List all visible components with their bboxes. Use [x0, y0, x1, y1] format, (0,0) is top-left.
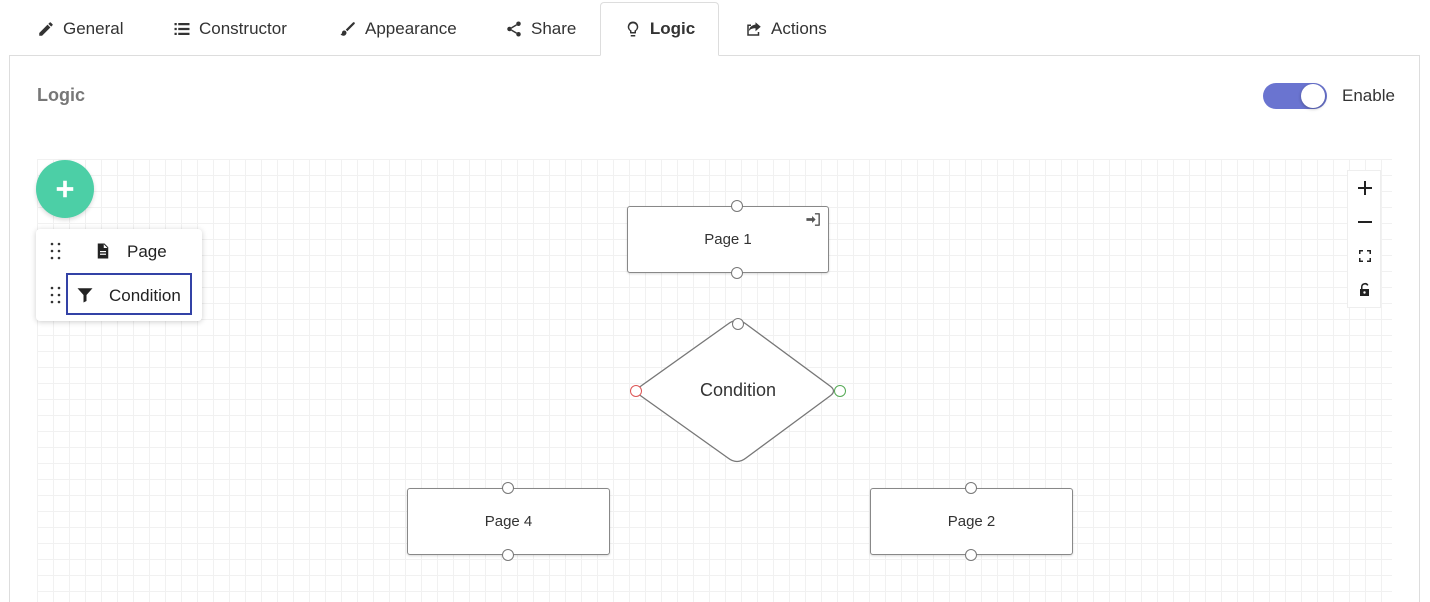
add-node-button[interactable] [36, 160, 94, 218]
port-condition-false[interactable] [630, 385, 642, 397]
lock-button[interactable] [1348, 273, 1382, 307]
flow-node-page-4[interactable]: Page 4 [407, 488, 610, 555]
paintbrush-icon [340, 22, 355, 36]
filter-icon [77, 288, 93, 303]
fit-view-icon [1359, 250, 1371, 262]
panel-title: Logic [37, 85, 85, 105]
node-palette: Page Condition [36, 229, 202, 321]
plus-icon [56, 180, 74, 198]
enable-label: Enable [1342, 86, 1395, 105]
port-page-2-out[interactable] [965, 549, 977, 561]
zoom-in-button[interactable] [1348, 171, 1382, 205]
zoom-in-icon [1358, 181, 1372, 195]
flow-node-page-1[interactable]: Page 1 [627, 206, 829, 273]
toggle-knob [1301, 84, 1325, 108]
palette-item-condition[interactable]: Condition [36, 273, 202, 317]
list-icon [174, 23, 190, 35]
node-label: Page 2 [947, 513, 996, 530]
drag-handle-icon [50, 242, 61, 260]
port-condition-in[interactable] [732, 318, 744, 330]
tab-logic-label: Logic [649, 19, 696, 38]
palette-item-label: Condition [109, 286, 181, 305]
node-label: Page 4 [484, 513, 533, 530]
port-page-4-in[interactable] [502, 482, 514, 494]
tab-constructor[interactable]: Constructor [173, 2, 287, 56]
flow-node-page-2[interactable]: Page 2 [870, 488, 1073, 555]
port-page-1-in[interactable] [731, 200, 743, 212]
palette-item-page[interactable]: Page [36, 229, 202, 273]
tab-share[interactable]: Share [505, 2, 576, 56]
tab-share-label: Share [531, 19, 577, 38]
external-share-icon [747, 22, 761, 36]
palette-item-label: Page [127, 242, 167, 261]
selected-item-highlight [66, 273, 192, 315]
share-icon [507, 21, 521, 37]
port-page-2-in[interactable] [965, 482, 977, 494]
pencil-icon [39, 22, 53, 36]
zoom-out-button[interactable] [1348, 205, 1382, 239]
fit-view-button[interactable] [1348, 239, 1382, 273]
logic-panel: Logic Enable Page 1 Condition Page 4 Pag… [9, 55, 1420, 602]
tab-constructor-label: Constructor [199, 19, 287, 38]
zoom-controls [1347, 170, 1381, 308]
lightbulb-icon [627, 21, 639, 37]
tab-appearance-label: Appearance [365, 19, 457, 38]
flow-canvas[interactable]: Page 1 Condition Page 4 Page 2 [37, 159, 1392, 602]
port-condition-true[interactable] [834, 385, 846, 397]
drag-handle-icon [50, 286, 61, 304]
tab-actions-label: Actions [771, 19, 827, 38]
port-page-1-out[interactable] [731, 267, 743, 279]
tab-general[interactable]: General [37, 2, 123, 56]
zoom-out-icon [1358, 221, 1372, 223]
tab-logic[interactable]: Logic [600, 2, 719, 56]
tab-general-label: General [63, 19, 124, 38]
tab-actions[interactable]: Actions [745, 2, 827, 56]
entry-sign-in-icon [806, 213, 820, 226]
node-label: Page 1 [704, 231, 752, 248]
port-page-4-out[interactable] [502, 549, 514, 561]
condition-node-label[interactable]: Condition [699, 380, 777, 400]
file-icon [97, 243, 109, 259]
enable-toggle[interactable] [1263, 83, 1327, 109]
tab-appearance[interactable]: Appearance [339, 2, 457, 56]
tab-bar: General Constructor Appearance Share Log… [0, 0, 1430, 56]
lock-icon [1360, 282, 1369, 296]
